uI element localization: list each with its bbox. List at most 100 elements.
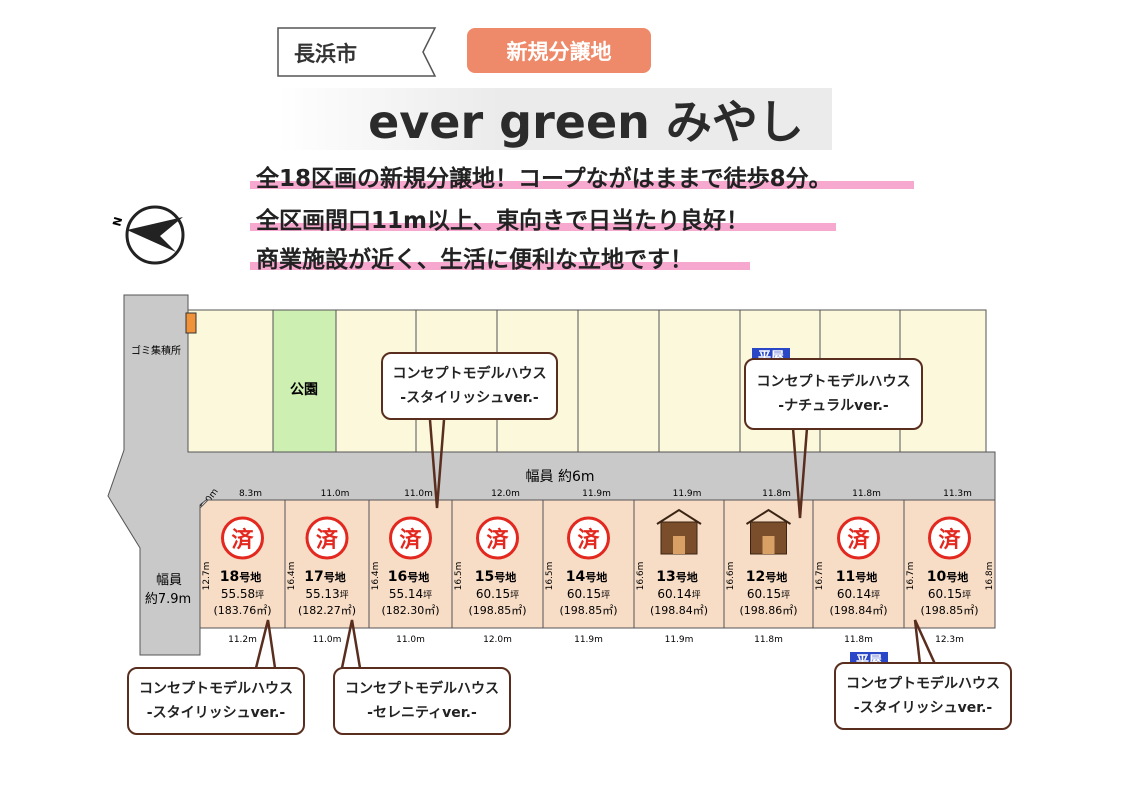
callout-10-line2: -スタイリッシュver.- xyxy=(853,700,993,716)
lot-area-sqm: (198.85㎡) xyxy=(920,604,978,617)
lot-area-tsubo-unit: 坪 xyxy=(781,590,790,601)
lot-area-tsubo: 55.58 xyxy=(221,587,255,601)
lot-depth: 12.7m xyxy=(202,562,212,591)
lot-depth: 16.6m xyxy=(726,562,736,591)
lot-number: 15 xyxy=(475,569,494,585)
lot-area-tsubo-line: 60.15坪 xyxy=(567,587,610,601)
lot-top-width: 12.0m xyxy=(491,489,520,499)
lot-depth: 16.5m xyxy=(454,562,464,591)
lot-number-suffix: 号地 xyxy=(585,570,607,584)
lot-area-tsubo-unit: 坪 xyxy=(871,590,880,601)
lot-bottom-width: 11.9m xyxy=(574,635,603,645)
title-band xyxy=(277,88,832,150)
lot-number-suffix: 号地 xyxy=(765,570,787,584)
lot-depth: 16.7m xyxy=(906,562,916,591)
lot-area-tsubo-line: 60.15坪 xyxy=(476,587,519,601)
house-roof-icon xyxy=(745,508,792,525)
lot-area-sqm: (182.30㎡) xyxy=(381,604,439,617)
lot-number-suffix: 号地 xyxy=(494,570,516,584)
park-area xyxy=(272,309,337,453)
lot-number-suffix: 号地 xyxy=(676,570,698,584)
lot-area-tsubo-unit: 坪 xyxy=(340,590,349,601)
house-roof-icon xyxy=(656,508,702,525)
lot-top-width: 11.3m xyxy=(943,489,972,499)
lot-top-width: 11.0m xyxy=(404,489,433,499)
lot-number-suffix: 号地 xyxy=(239,570,261,584)
lot-top-width: 11.9m xyxy=(673,489,702,499)
lot-number: 16 xyxy=(388,569,407,585)
highlight-3 xyxy=(250,262,750,270)
lot-area-tsubo: 55.13 xyxy=(305,587,339,601)
city-tag-frame xyxy=(277,27,437,77)
lot-area-sqm: (182.27㎡) xyxy=(298,604,356,617)
lot-area-sqm: (198.84㎡) xyxy=(650,604,708,617)
sold-stamp-label: 済 xyxy=(847,527,870,553)
lot-area-tsubo: 60.15 xyxy=(567,587,601,601)
new-subdivision-badge: 新規分譲地 xyxy=(467,28,651,73)
lot-bottom-width: 11.8m xyxy=(844,635,873,645)
callout-16-line2: -スタイリッシュver.- xyxy=(400,390,539,406)
lot-bottom-width: 11.2m xyxy=(228,635,257,645)
lot-area-tsubo-unit: 坪 xyxy=(962,590,971,601)
lot-area-sqm: (198.84㎡) xyxy=(829,604,887,617)
lot-number-line: 15号地 xyxy=(475,569,516,585)
lot-number-suffix: 号地 xyxy=(407,570,429,584)
copy-line-3: 商業施設が近く、生活に便利な立地です！ xyxy=(256,247,693,273)
lot-bottom-width: 11.0m xyxy=(313,635,342,645)
lot-top-width: 11.8m xyxy=(762,489,791,499)
lot-depth: 16.7m xyxy=(815,562,825,591)
lot-bottom-width: 12.3m xyxy=(935,635,964,645)
sold-stamp-icon xyxy=(305,516,349,560)
lot-bottom-width: 12.0m xyxy=(483,635,512,645)
sold-stamp-label: 済 xyxy=(316,527,339,553)
house-door-icon xyxy=(762,536,775,554)
lot-bottom-width: 11.8m xyxy=(754,635,783,645)
lot-area-tsubo: 60.15 xyxy=(928,587,962,601)
callout-pointers xyxy=(254,419,937,669)
callout-17-line2: -セレニティver.- xyxy=(367,705,477,721)
lot-number-line: 16号地 xyxy=(388,569,429,585)
callout-17-line1: コンセプトモデルハウス xyxy=(345,681,499,697)
lot-number-line: 18号地 xyxy=(220,569,261,585)
sold-stamp-icon xyxy=(389,516,432,560)
copy-line-1: 全18区画の新規分譲地！コープながはままで徒歩8分。 xyxy=(256,166,832,192)
lot-area-tsubo-line: 60.14坪 xyxy=(837,587,880,601)
lot-area-sqm: (198.86㎡) xyxy=(739,604,797,617)
lot-number: 14 xyxy=(566,569,586,585)
sold-stamp-label: 済 xyxy=(231,527,254,553)
lot-area-tsubo-line: 55.14坪 xyxy=(389,587,432,601)
model-house-callout-18: コンセプトモデルハウス -スタイリッシュver.- xyxy=(127,667,305,735)
lot-area-tsubo: 60.14 xyxy=(657,587,691,601)
callout-10-line1: コンセプトモデルハウス xyxy=(846,676,1000,692)
lot-area-tsubo-unit: 坪 xyxy=(692,590,701,601)
sold-stamp-icon xyxy=(928,516,971,560)
lot-area-tsubo-unit: 坪 xyxy=(510,590,519,601)
lot-number-line: 11号地 xyxy=(836,569,877,585)
sold-stamp-label: 済 xyxy=(577,527,600,553)
lot-number-suffix: 号地 xyxy=(855,570,877,584)
garbage-label: ゴミ集積所 xyxy=(131,344,181,357)
road-west-width-2: 約7.9m xyxy=(145,592,191,607)
lot-bottom-width: 11.0m xyxy=(396,635,425,645)
model-house-callout-16: コンセプトモデルハウス -スタイリッシュver.- xyxy=(381,352,558,420)
lot-number: 12 xyxy=(746,569,765,585)
north-label: N xyxy=(110,216,125,228)
lot-area-tsubo: 55.14 xyxy=(389,587,423,601)
lot-number-line: 12号地 xyxy=(746,569,787,585)
lot-number-line: 13号地 xyxy=(656,569,697,585)
lot-area-sqm: (183.76㎡) xyxy=(213,604,271,617)
callout-12-line1: コンセプトモデルハウス xyxy=(756,374,911,390)
lots-layer: 8.3m11.2m12.7m済18号地55.58坪(183.76㎡)11.0m1… xyxy=(199,489,996,645)
lot-top-width: 11.0m xyxy=(321,489,350,499)
lot-area-tsubo-unit: 坪 xyxy=(255,590,264,601)
road-west-width-1: 幅員 xyxy=(156,573,182,588)
lot-area-tsubo-line: 60.15坪 xyxy=(928,587,971,601)
lot-depth: 16.5m xyxy=(545,562,555,591)
lot-depth: 16.6m xyxy=(636,562,646,591)
lot-area-tsubo-line: 60.15坪 xyxy=(747,587,790,601)
lot-number: 13 xyxy=(656,569,675,585)
sold-stamp-label: 済 xyxy=(938,527,961,553)
lot-area-tsubo-line: 55.13坪 xyxy=(305,587,348,601)
lot-number: 11 xyxy=(836,569,855,585)
lot-area-tsubo: 60.14 xyxy=(837,587,871,601)
